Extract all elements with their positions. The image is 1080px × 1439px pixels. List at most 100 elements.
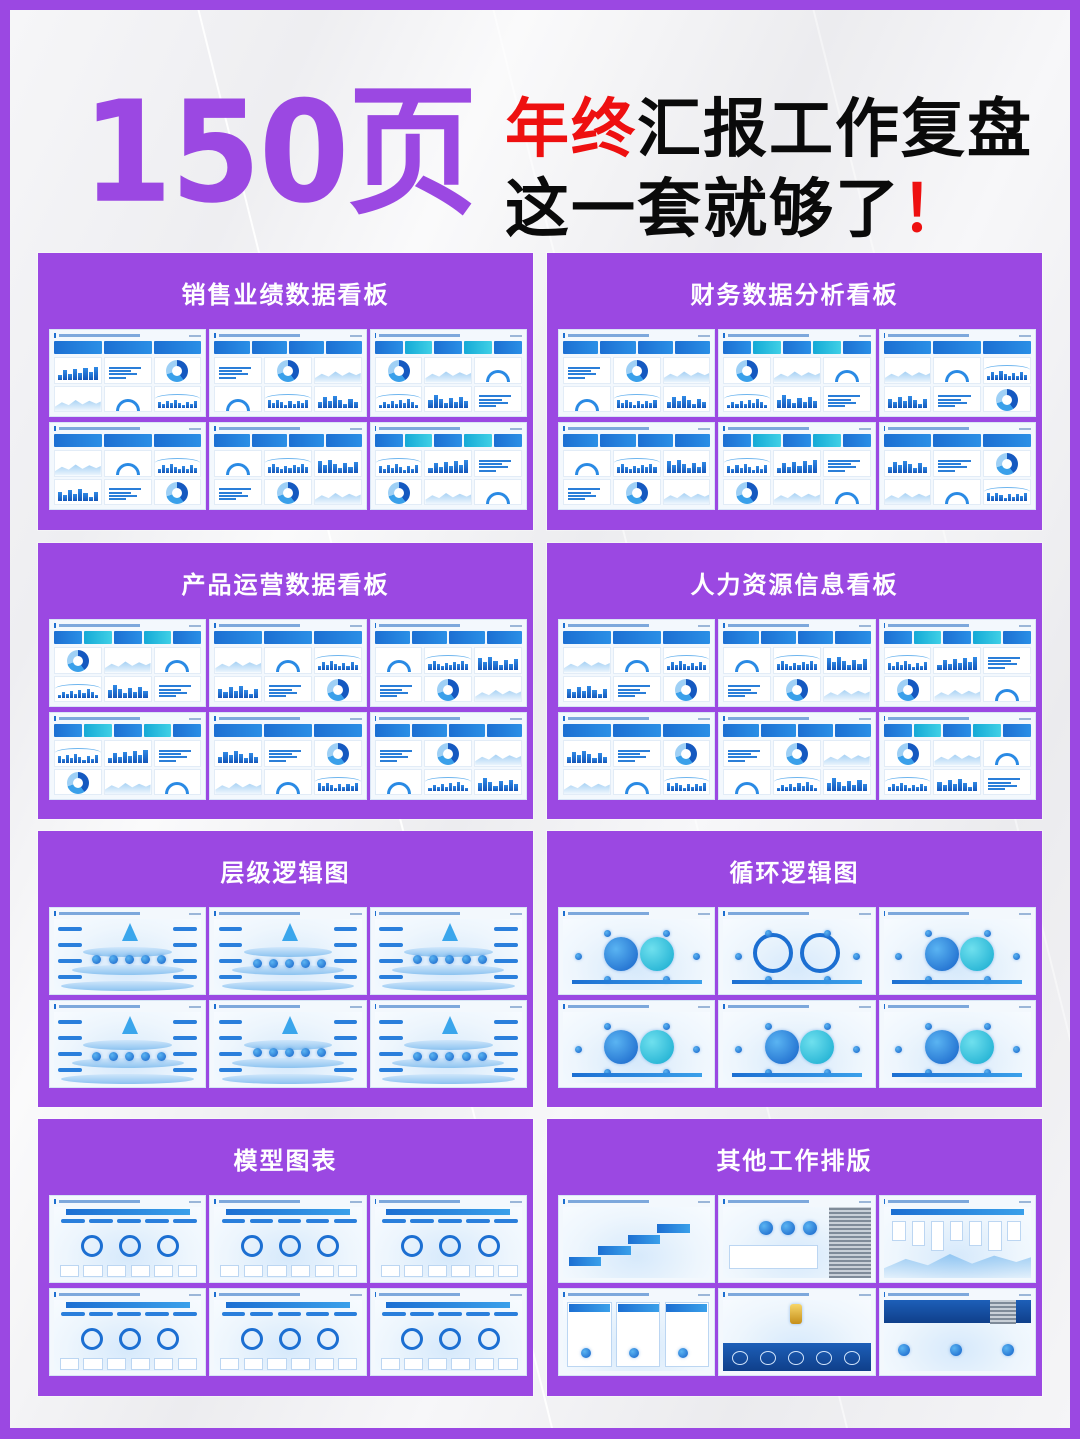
template-thumbnail[interactable]	[369, 329, 527, 417]
template-thumbnail[interactable]	[558, 1000, 716, 1088]
bar-chart-card	[313, 385, 362, 412]
template-thumbnail[interactable]	[369, 422, 527, 510]
gauge-card	[933, 478, 982, 505]
kpi-tile	[264, 724, 312, 737]
template-thumbnail[interactable]	[878, 619, 1036, 707]
kpi-tile	[723, 631, 759, 644]
template-thumbnail[interactable]	[718, 1288, 876, 1376]
template-thumbnail[interactable]	[369, 1195, 527, 1283]
template-thumbnail[interactable]	[558, 619, 716, 707]
template-thumbnail[interactable]	[209, 1288, 367, 1376]
template-thumbnail[interactable]	[878, 712, 1036, 800]
thumbnail-header	[54, 1292, 202, 1297]
kpi-tile	[83, 631, 112, 644]
line-chart-card	[264, 385, 312, 412]
template-thumbnail[interactable]	[49, 907, 207, 995]
template-thumbnail[interactable]	[209, 712, 367, 800]
kpi-tile	[103, 434, 152, 447]
template-thumbnail[interactable]	[878, 422, 1036, 510]
thumbnail-header	[883, 911, 1031, 916]
kpi-tile	[153, 434, 202, 447]
template-thumbnail[interactable]	[369, 907, 527, 995]
template-thumbnail[interactable]	[49, 329, 207, 417]
section-cycle: 循环逻辑图	[547, 831, 1042, 1107]
donut-chart-card	[424, 675, 473, 702]
donut-chart-card	[54, 768, 102, 795]
hbar-chart-card	[474, 385, 522, 412]
gauge-card	[723, 768, 772, 795]
hbar-chart-card	[153, 740, 202, 767]
template-thumbnail[interactable]	[558, 329, 716, 417]
kpi-tile	[143, 631, 172, 644]
template-thumbnail[interactable]	[49, 619, 207, 707]
template-thumbnail[interactable]	[878, 1000, 1036, 1088]
line-chart-card	[424, 647, 473, 674]
kpi-tile	[943, 631, 972, 644]
template-thumbnail[interactable]	[209, 907, 367, 995]
template-thumbnail[interactable]	[558, 712, 716, 800]
template-thumbnail[interactable]	[878, 907, 1036, 995]
thumbnail-header	[563, 1199, 711, 1204]
thumbnail-header	[883, 1292, 1031, 1297]
kpi-tile	[753, 434, 782, 447]
hbar-chart-card	[723, 740, 772, 767]
kpi-tile	[374, 434, 403, 447]
template-thumbnail[interactable]	[718, 712, 876, 800]
gauge-card	[983, 675, 1031, 702]
gauge-card	[822, 357, 871, 384]
kpi-tile	[637, 341, 673, 354]
kpi-tile	[83, 724, 112, 737]
line-chart-card	[374, 450, 423, 477]
kpi-tile	[494, 341, 522, 354]
donut-chart-card	[54, 647, 102, 674]
template-thumbnail[interactable]	[878, 329, 1036, 417]
template-thumbnail[interactable]	[718, 422, 876, 510]
template-thumbnail[interactable]	[718, 1000, 876, 1088]
template-thumbnail[interactable]	[49, 1288, 207, 1376]
template-thumbnail[interactable]	[369, 619, 527, 707]
template-thumbnail[interactable]	[558, 1288, 716, 1376]
template-thumbnail[interactable]	[718, 1195, 876, 1283]
template-thumbnail[interactable]	[558, 422, 716, 510]
kpi-tile	[723, 341, 752, 354]
kpi-tile	[153, 341, 202, 354]
template-thumbnail[interactable]	[878, 1288, 1036, 1376]
kpi-tile	[563, 631, 611, 644]
line-chart-card	[662, 647, 711, 674]
template-thumbnail[interactable]	[49, 1195, 207, 1283]
gauge-card	[153, 768, 202, 795]
template-thumbnail[interactable]	[558, 1195, 716, 1283]
template-thumbnail[interactable]	[718, 907, 876, 995]
kpi-tile	[760, 631, 796, 644]
template-thumbnail[interactable]	[369, 1000, 527, 1088]
gauge-card	[153, 647, 202, 674]
template-thumbnail[interactable]	[209, 329, 367, 417]
template-thumbnail[interactable]	[878, 1195, 1036, 1283]
template-thumbnail[interactable]	[209, 422, 367, 510]
kpi-tile	[214, 724, 263, 737]
donut-chart-card	[612, 357, 661, 384]
bar-chart-card	[883, 450, 932, 477]
line-chart-card	[773, 647, 821, 674]
template-thumbnail[interactable]	[49, 712, 207, 800]
kpi-tile	[404, 341, 433, 354]
section-product-ops: 产品运营数据看板	[38, 543, 533, 819]
donut-chart-card	[883, 675, 932, 702]
template-thumbnail[interactable]	[49, 422, 207, 510]
donut-chart-card	[773, 675, 821, 702]
thumbnail-header	[883, 716, 1031, 721]
template-thumbnail[interactable]	[369, 1288, 527, 1376]
template-thumbnail[interactable]	[718, 619, 876, 707]
thumbnail-header	[374, 716, 522, 721]
template-thumbnail[interactable]	[209, 619, 367, 707]
kpi-tile	[783, 341, 811, 354]
template-thumbnail[interactable]	[49, 1000, 207, 1088]
donut-chart-card	[374, 478, 423, 505]
kpi-tile	[54, 724, 82, 737]
template-thumbnail[interactable]	[558, 907, 716, 995]
template-thumbnail[interactable]	[209, 1000, 367, 1088]
template-thumbnail[interactable]	[209, 1195, 367, 1283]
template-thumbnail[interactable]	[369, 712, 527, 800]
template-thumbnail[interactable]	[718, 329, 876, 417]
headline-text: 汇报工作复盘	[637, 93, 1033, 167]
